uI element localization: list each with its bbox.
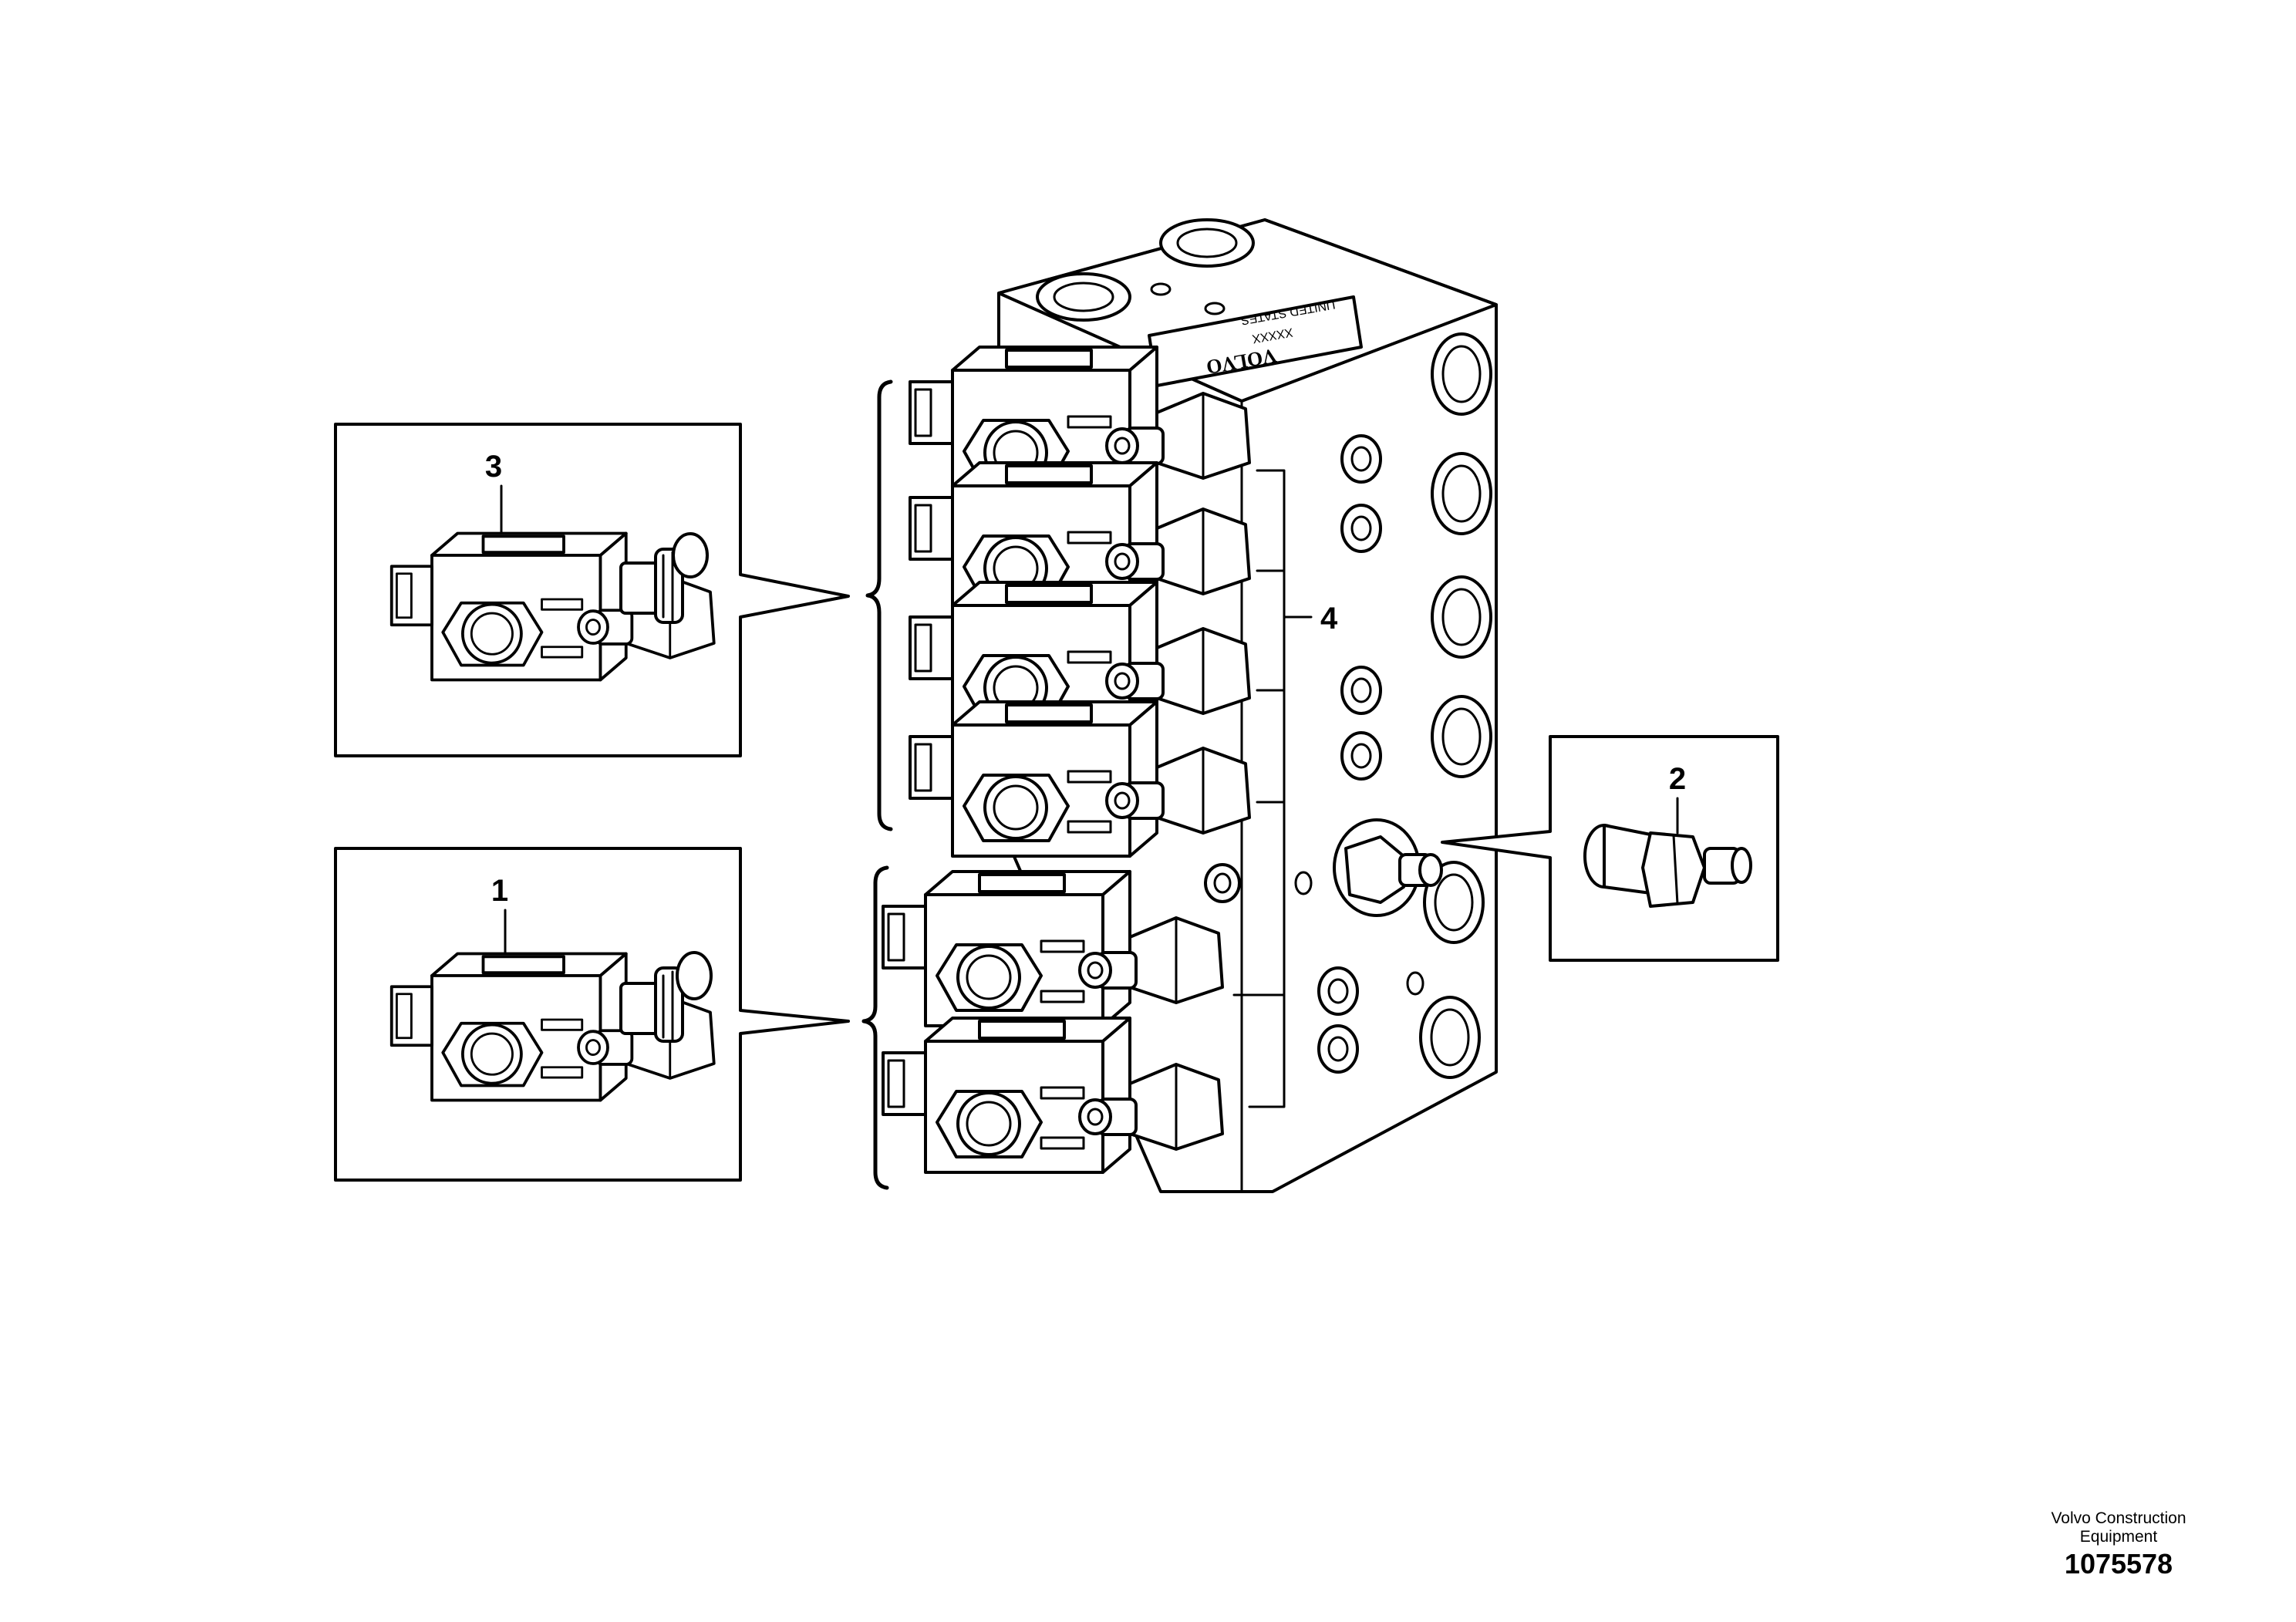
installed-pressure-valve xyxy=(1333,818,1443,917)
detail-box-item2: 2 xyxy=(1441,735,1779,962)
name-plate: VOLVO XXXXX UNITED STATES xyxy=(1148,295,1363,387)
detail-box-item3: 3 xyxy=(334,423,850,757)
company-name-line2: Equipment xyxy=(2079,1528,2158,1546)
callout-2: 2 xyxy=(1669,762,1686,796)
callout-1: 1 xyxy=(491,874,508,908)
callout-4: 4 xyxy=(1320,602,1338,636)
pressure-valve-item2 xyxy=(1583,824,1752,908)
leader-item4 xyxy=(1232,469,1313,1108)
company-name-line1: Volvo Construction xyxy=(2051,1509,2186,1527)
drawing-number: 1075578 xyxy=(2064,1548,2173,1580)
bracket-lower xyxy=(861,865,889,1190)
bracket-upper xyxy=(865,379,893,831)
drawing-info: Volvo Construction Equipment 1075578 xyxy=(1988,1509,2250,1582)
top-ports xyxy=(1036,218,1255,322)
callout-3: 3 xyxy=(485,450,502,484)
cartridge-item1 xyxy=(619,951,713,1043)
cartridge-item3 xyxy=(619,532,709,624)
detail-box-item1: 1 xyxy=(334,847,850,1182)
side-face-ports xyxy=(1204,332,1492,1079)
